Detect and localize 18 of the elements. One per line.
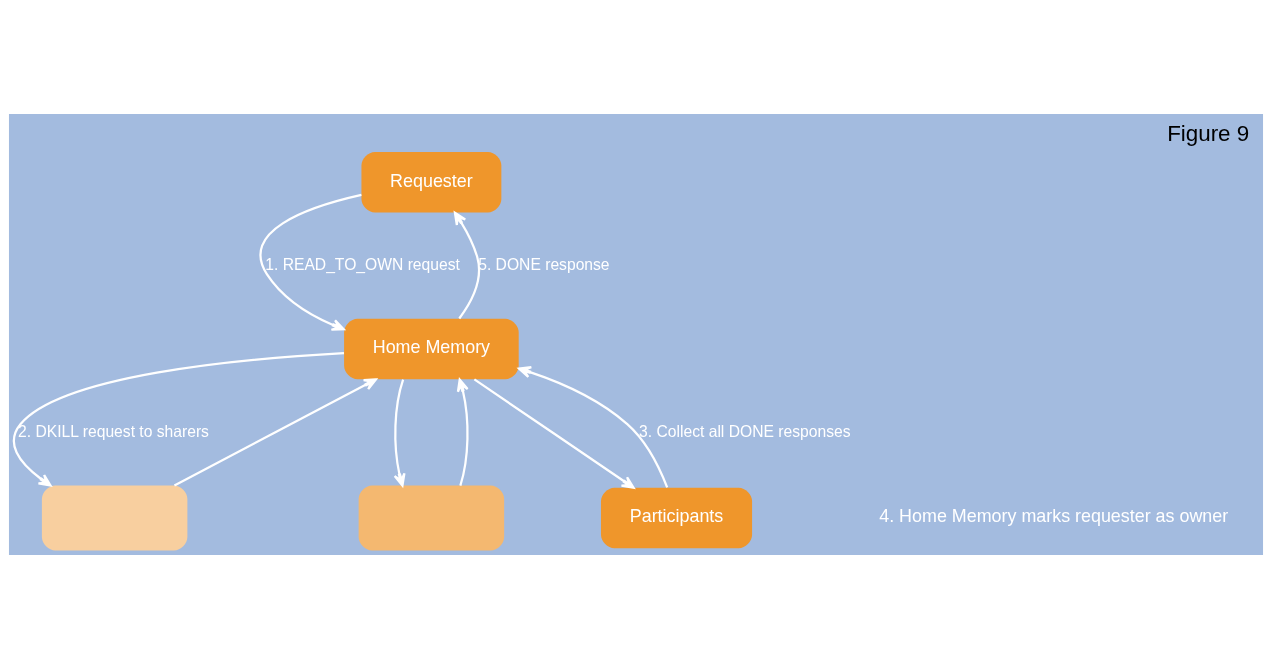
arrow xyxy=(173,377,377,486)
arrow xyxy=(12,351,344,487)
node-box: Requester xyxy=(361,151,502,212)
arrow xyxy=(453,211,481,319)
node-box xyxy=(358,485,505,550)
edge-label: 1. READ_TO_OWN request xyxy=(265,255,460,273)
label: 4. Home Memory marks requester as owner xyxy=(879,505,1229,526)
node-box xyxy=(41,485,188,550)
node-box: Participants xyxy=(600,487,753,548)
node-box: Home Memory xyxy=(344,318,519,379)
arrow xyxy=(456,378,469,486)
arrow xyxy=(259,193,362,331)
arrow xyxy=(518,365,669,488)
arrow xyxy=(393,378,406,487)
arrow xyxy=(473,378,635,489)
edge-label: 2. DKILL request to sharers xyxy=(18,422,209,440)
edge-label: 3. Collect all DONE responses xyxy=(639,422,851,440)
diagram-title: Figure 9 xyxy=(1167,120,1250,146)
